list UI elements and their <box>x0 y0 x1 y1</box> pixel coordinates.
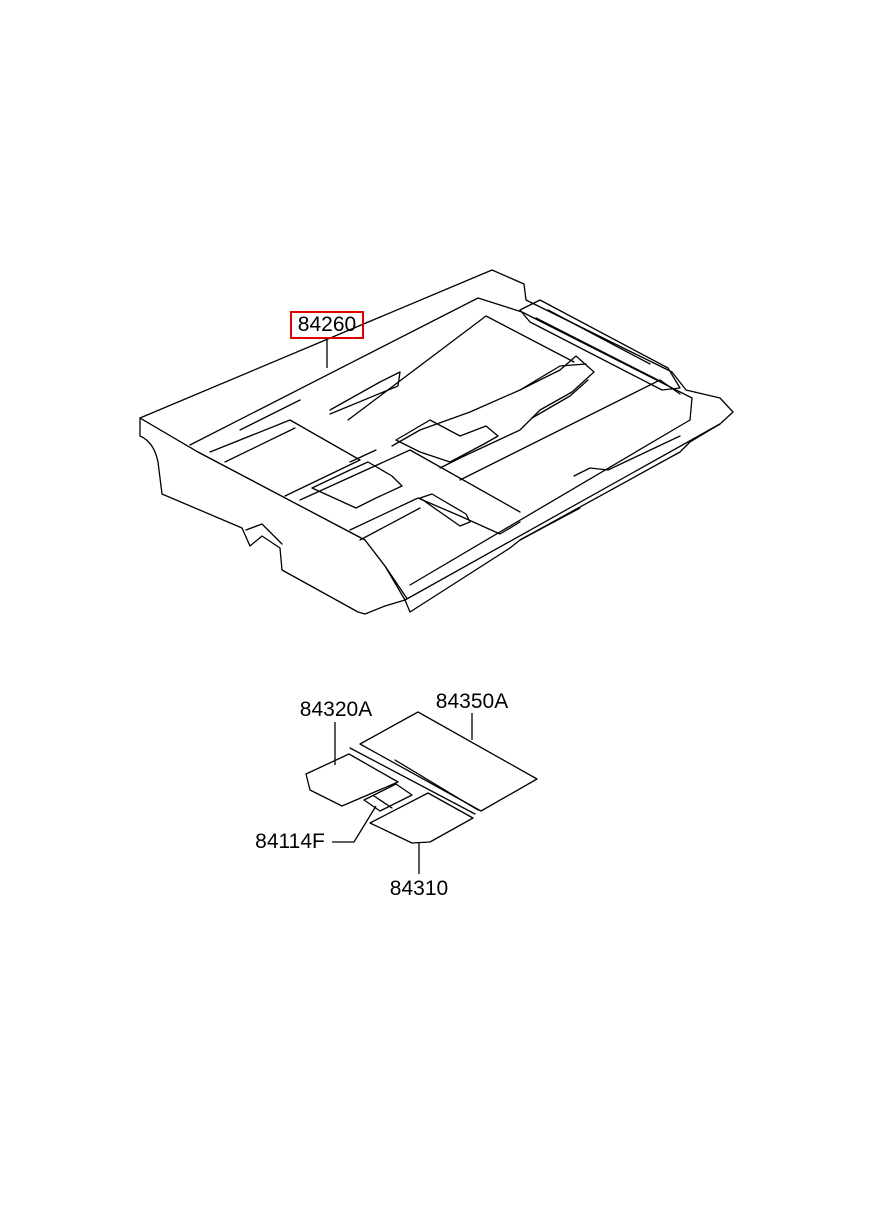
callout-84260[interactable]: 84260 <box>298 313 356 336</box>
antipad-front-left <box>305 753 399 807</box>
callout-84114F[interactable]: 84114F <box>255 830 325 853</box>
leader-84114F <box>332 805 377 843</box>
antipad-rear <box>359 711 538 812</box>
carpet-top-surface <box>139 269 734 601</box>
callout-84350A[interactable]: 84350A <box>436 690 508 713</box>
callout-84310[interactable]: 84310 <box>390 877 448 900</box>
floor-carpet-illustration <box>139 269 734 615</box>
callout-84320A[interactable]: 84320A <box>300 698 372 721</box>
carpet-front-skirt <box>404 423 721 613</box>
antipad-illustration <box>305 711 538 844</box>
antipad-front-right <box>369 792 474 844</box>
carpet-left-wall <box>139 417 406 615</box>
